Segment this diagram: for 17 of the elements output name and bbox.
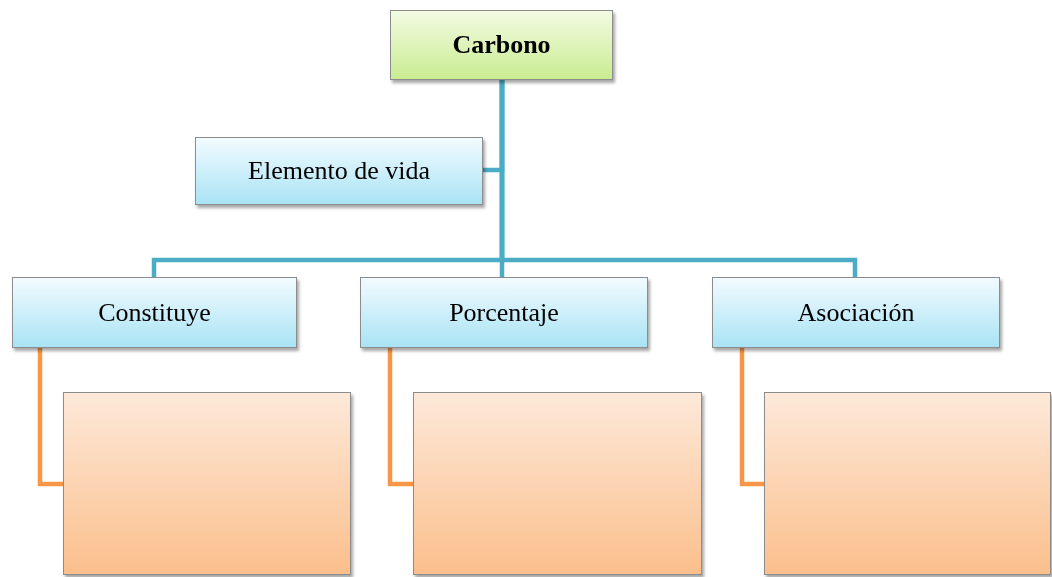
topic-box	[195, 137, 483, 205]
node-label: Constituye	[98, 297, 211, 328]
empty-box	[413, 392, 702, 575]
node-label: Asociación	[797, 297, 915, 328]
node-label: Porcentaje	[449, 297, 559, 328]
connector-line	[387, 348, 413, 487]
connector-line	[739, 348, 764, 487]
topic-box	[712, 277, 1000, 348]
topic-box	[360, 277, 648, 348]
empty-box	[764, 392, 1051, 575]
topic-box	[12, 277, 297, 348]
node-label: Carbono	[452, 30, 551, 60]
empty-box	[63, 392, 351, 575]
connector-line	[37, 348, 63, 487]
title-box	[390, 10, 613, 80]
connector-line	[499, 80, 858, 277]
node-label: Elemento de vida	[248, 156, 430, 186]
